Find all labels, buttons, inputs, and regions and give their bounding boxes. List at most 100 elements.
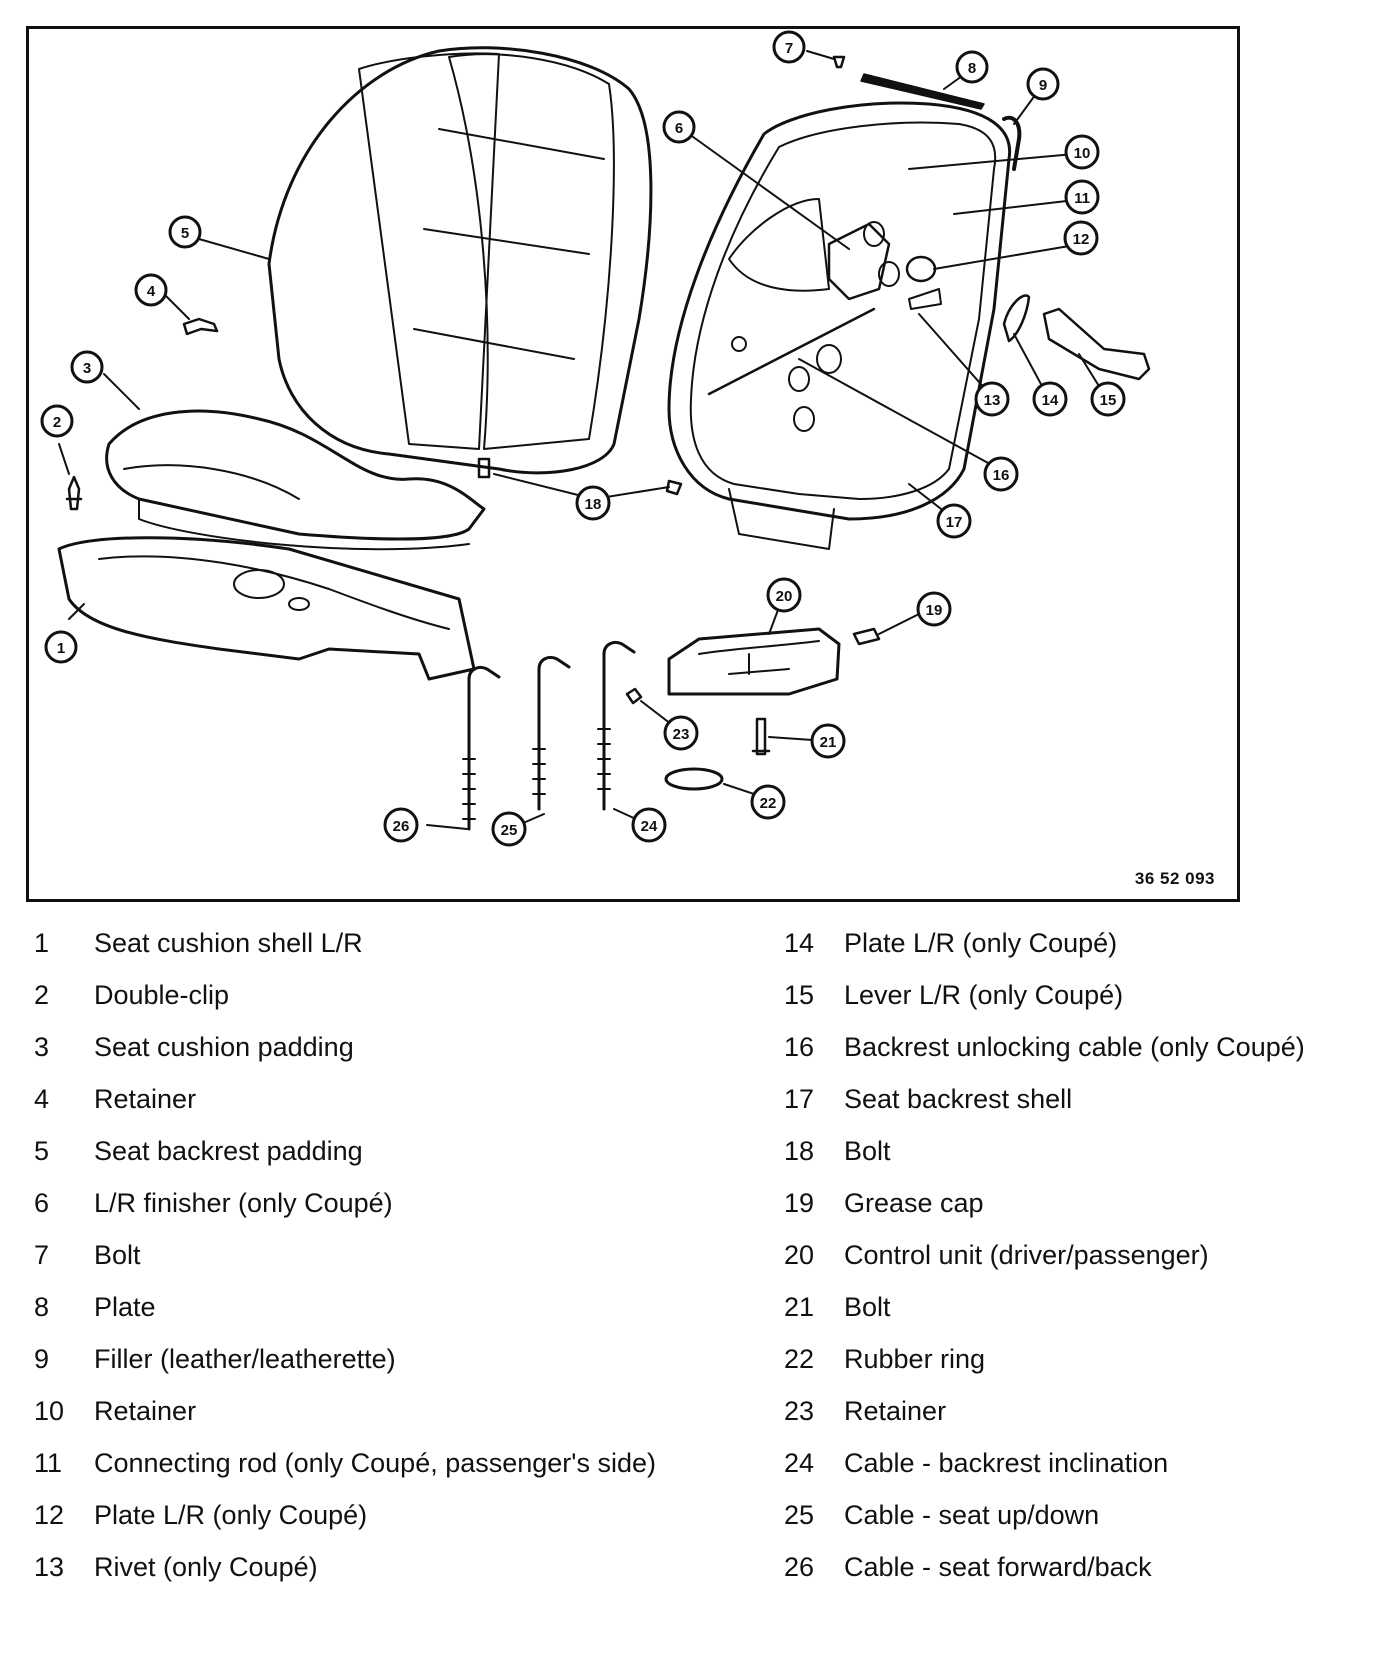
legend-number: 18 [784, 1136, 815, 1166]
part-filler [1002, 115, 1022, 171]
legend-number: 16 [784, 1032, 815, 1062]
legend-label: Plate [94, 1292, 156, 1322]
svg-text:20: 20 [776, 588, 793, 605]
part-seat-cushion-padding [105, 409, 486, 551]
svg-text:13: 13 [984, 392, 1001, 409]
svg-text:1: 1 [57, 640, 65, 657]
part-plate-12 [905, 255, 942, 310]
part-retainer-4 [182, 317, 219, 336]
legend-number: 9 [34, 1344, 50, 1374]
part-unlocking-cable [707, 307, 876, 396]
part-cables [462, 640, 636, 831]
legend-number: 4 [34, 1084, 50, 1114]
legend-label: Double-clip [94, 980, 230, 1010]
part-bolt-18a [477, 457, 491, 479]
legend-number: 7 [34, 1240, 50, 1270]
callout-6: 6 [662, 110, 696, 144]
leader-lines [58, 50, 1108, 830]
svg-text:15: 15 [1100, 392, 1117, 409]
part-finisher [827, 222, 891, 301]
legend-label: Lever L/R (only Coupé) [844, 980, 1124, 1010]
legend-label: Plate L/R (only Coupé) [94, 1500, 368, 1530]
legend-number: 17 [784, 1084, 815, 1114]
legend-label: Retainer [94, 1084, 197, 1114]
legend-label: Bolt [844, 1136, 891, 1166]
callouts: 1 2 3 4 5 6 7 8 9 10 11 12 13 14 15 16 1… [40, 30, 1126, 847]
legend-number: 24 [784, 1448, 815, 1478]
svg-text:19: 19 [926, 602, 943, 619]
svg-text:3: 3 [83, 360, 91, 377]
legend-number: 14 [784, 928, 815, 958]
legend-number: 10 [34, 1396, 65, 1426]
legend-number: 13 [34, 1552, 65, 1582]
part-rubber-ring [664, 767, 724, 791]
legend-label: Retainer [94, 1396, 197, 1426]
callout-13: 13 [974, 381, 1010, 417]
callout-23: 23 [663, 715, 699, 751]
svg-text:5: 5 [181, 225, 189, 242]
callout-15: 15 [1090, 381, 1126, 417]
svg-text:24: 24 [641, 818, 658, 835]
legend-number: 8 [34, 1292, 50, 1322]
legend-label: Cable - seat up/down [844, 1500, 1100, 1530]
legend-number: 20 [784, 1240, 815, 1270]
legend-number: 25 [784, 1500, 815, 1530]
svg-text:14: 14 [1042, 392, 1059, 409]
exploded-diagram: 1 2 3 4 5 6 7 8 9 10 11 12 13 14 15 16 1… [26, 26, 1240, 902]
callout-3: 3 [70, 350, 104, 384]
figure-code: 36 52 093 [1134, 869, 1215, 888]
svg-text:12: 12 [1073, 231, 1090, 248]
callout-22: 22 [750, 784, 786, 820]
svg-text:4: 4 [147, 283, 156, 300]
legend-number: 1 [34, 928, 50, 958]
part-seat-backrest-padding [267, 46, 653, 475]
legend-label: Cable - backrest inclination [844, 1448, 1169, 1478]
legend-label: Rivet (only Coupé) [94, 1552, 318, 1582]
legend-number: 3 [34, 1032, 50, 1062]
legend-number: 15 [784, 980, 815, 1010]
legend-label: Grease cap [844, 1188, 984, 1218]
legend-label: Bolt [844, 1292, 891, 1322]
part-plate-8 [860, 73, 985, 110]
legend-label: Rubber ring [844, 1344, 986, 1374]
legend-label: Control unit (driver/passenger) [844, 1240, 1209, 1270]
callout-25: 25 [491, 811, 527, 847]
callout-16: 16 [983, 456, 1019, 492]
part-seat-cushion-shell [57, 536, 476, 681]
legend-label: L/R finisher (only Coupé) [94, 1188, 393, 1218]
callout-17: 17 [936, 503, 972, 539]
part-grease-cap [852, 627, 881, 646]
part-bolt-21 [751, 717, 771, 756]
svg-text:23: 23 [673, 726, 690, 743]
legend-label: Seat cushion shell L/R [94, 928, 363, 958]
legend-label: Connecting rod (only Coupé, passenger's … [94, 1448, 656, 1478]
svg-text:17: 17 [946, 514, 963, 531]
svg-text:2: 2 [53, 414, 61, 431]
callout-9: 9 [1026, 67, 1060, 101]
callout-1: 1 [44, 630, 78, 664]
legend-label: Bolt [94, 1240, 141, 1270]
callout-7: 7 [772, 30, 806, 64]
callout-19: 19 [916, 591, 952, 627]
callout-26: 26 [383, 807, 419, 843]
legend-number: 22 [784, 1344, 815, 1374]
legend-number: 21 [784, 1292, 815, 1322]
part-bolt-7 [832, 55, 846, 69]
callout-4: 4 [134, 273, 168, 307]
svg-text:25: 25 [501, 822, 518, 839]
legend-number: 11 [34, 1448, 63, 1478]
seat-parts-drawing: 1 2 3 4 5 6 7 8 9 10 11 12 13 14 15 16 1… [40, 30, 1151, 847]
legend-number: 26 [784, 1552, 815, 1582]
svg-text:8: 8 [968, 60, 976, 77]
legend-number: 6 [34, 1188, 50, 1218]
legend-label: Cable - seat forward/back [844, 1552, 1152, 1582]
callout-8: 8 [955, 50, 989, 84]
svg-text:21: 21 [820, 734, 837, 751]
callout-2: 2 [40, 404, 74, 438]
legend-label: Filler (leather/leatherette) [94, 1344, 396, 1374]
callout-11: 11 [1064, 179, 1100, 215]
legend-label: Seat backrest padding [94, 1136, 363, 1166]
svg-text:6: 6 [675, 120, 683, 137]
svg-text:16: 16 [993, 467, 1010, 484]
legend-number: 5 [34, 1136, 50, 1166]
